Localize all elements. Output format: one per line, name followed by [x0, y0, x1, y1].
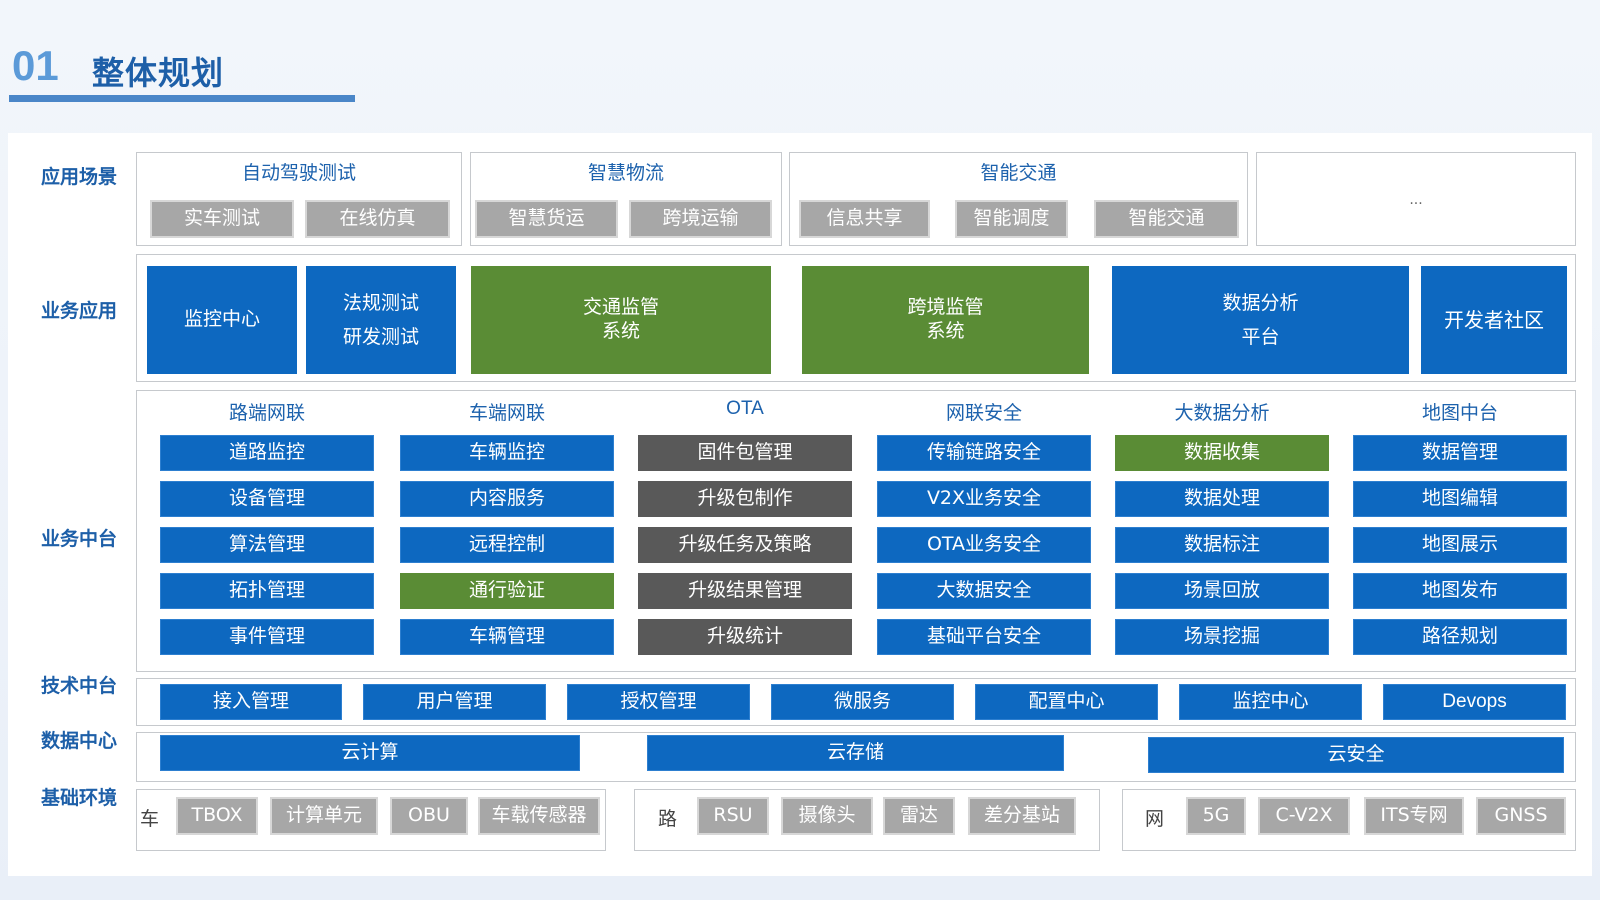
- datacenter-item: 云计算: [160, 735, 580, 771]
- scene-item: 智慧货运: [475, 200, 618, 238]
- middle-column-title: OTA: [726, 398, 764, 419]
- middle-item: 大数据安全: [877, 573, 1091, 609]
- scene-title: 自动驾驶测试: [241, 162, 356, 184]
- biz-app-label: 数据分析: [1222, 291, 1299, 314]
- middle-item: 数据处理: [1115, 481, 1329, 517]
- scene-group-more: [1256, 152, 1576, 246]
- middle-column-title: 网联安全: [945, 402, 1022, 424]
- base-item: ITS专网: [1364, 797, 1464, 835]
- middle-item: 场景挖掘: [1115, 619, 1329, 655]
- middle-item: 远程控制: [400, 527, 614, 563]
- base-group-prefix: 路: [658, 808, 678, 830]
- biz-app-label: 开发者社区: [1444, 307, 1544, 332]
- tech-item: 监控中心: [1179, 684, 1362, 720]
- middle-item: 地图编辑: [1353, 481, 1567, 517]
- base-item: C-V2X: [1258, 797, 1350, 835]
- middle-item: 事件管理: [160, 619, 374, 655]
- tech-item: 授权管理: [567, 684, 750, 720]
- middle-item: OTA业务安全: [877, 527, 1091, 563]
- middle-item: 车辆监控: [400, 435, 614, 471]
- page-title: 整体规划: [92, 54, 225, 92]
- base-item: TBOX: [176, 797, 258, 835]
- scene-item: 实车测试: [150, 200, 294, 238]
- tech-item: Devops: [1383, 684, 1566, 720]
- base-group-prefix: 车: [140, 808, 160, 830]
- biz-app-label: 跨境监管: [907, 296, 984, 319]
- datacenter-item: 云存储: [647, 735, 1064, 771]
- title-underline: [9, 95, 355, 102]
- base-item: 雷达: [883, 797, 955, 835]
- biz-app-label: 系统: [926, 320, 965, 342]
- row-label-data: 数据中心: [40, 730, 117, 752]
- scene-item: 跨境运输: [629, 200, 772, 238]
- middle-item: 路径规划: [1353, 619, 1567, 655]
- row-label-app: 应用场景: [40, 166, 117, 188]
- middle-item: 升级任务及策略: [638, 527, 852, 563]
- biz-app-developer-community: 开发者社区: [1421, 266, 1567, 374]
- middle-item: V2X业务安全: [877, 481, 1091, 517]
- biz-app-regulation-testing: 法规测试 研发测试: [306, 266, 456, 374]
- middle-item: 场景回放: [1115, 573, 1329, 609]
- row-label-tech: 技术中台: [40, 675, 117, 697]
- middle-item: 数据管理: [1353, 435, 1567, 471]
- middle-item: 算法管理: [160, 527, 374, 563]
- middle-item: 地图展示: [1353, 527, 1567, 563]
- row-label-mid: 业务中台: [40, 528, 117, 550]
- biz-app-label: 平台: [1241, 326, 1280, 348]
- section-number: 01: [12, 42, 59, 89]
- biz-app-monitor-center: 监控中心: [147, 266, 297, 374]
- biz-app-traffic-supervision: 交通监管 系统: [471, 266, 771, 374]
- middle-item: 传输链路安全: [877, 435, 1091, 471]
- base-item: OBU: [390, 797, 468, 835]
- biz-app-label: 研发测试: [342, 326, 419, 348]
- scene-item: 智能调度: [955, 200, 1068, 238]
- base-item: 车载传感器: [478, 797, 600, 835]
- middle-item: 道路监控: [160, 435, 374, 471]
- middle-item: 数据标注: [1115, 527, 1329, 563]
- biz-app-label: 交通监管: [582, 296, 659, 319]
- base-item: 摄像头: [781, 797, 873, 835]
- middle-column-title: 地图中台: [1421, 402, 1498, 424]
- biz-app-data-analysis: 数据分析 平台: [1112, 266, 1409, 374]
- biz-app-label: 法规测试: [342, 291, 419, 314]
- middle-column-title: 车端网联: [468, 402, 545, 424]
- middle-item: 拓扑管理: [160, 573, 374, 609]
- base-item: 差分基站: [968, 797, 1076, 835]
- biz-app-crossborder-supervision: 跨境监管 系统: [802, 266, 1089, 374]
- middle-item: 通行验证: [400, 573, 614, 609]
- middle-item: 升级统计: [638, 619, 852, 655]
- scene-item: 信息共享: [799, 200, 930, 238]
- base-item: 计算单元: [270, 797, 378, 835]
- tech-item: 配置中心: [975, 684, 1158, 720]
- base-item: RSU: [697, 797, 769, 835]
- biz-middle-container: [136, 390, 1576, 672]
- scene-item: 在线仿真: [305, 200, 450, 238]
- tech-item: 微服务: [771, 684, 954, 720]
- scene-title: 智能交通: [980, 162, 1057, 184]
- middle-item: 固件包管理: [638, 435, 852, 471]
- middle-column-title: 路端网联: [228, 402, 305, 424]
- base-item: 5G: [1186, 797, 1246, 835]
- scene-item: 智能交通: [1094, 200, 1239, 238]
- middle-item: 数据收集: [1115, 435, 1329, 471]
- datacenter-item: 云安全: [1148, 737, 1564, 773]
- middle-item: 车辆管理: [400, 619, 614, 655]
- tech-item: 接入管理: [160, 684, 342, 720]
- middle-item: 基础平台安全: [877, 619, 1091, 655]
- biz-app-label: 监控中心: [183, 308, 260, 331]
- base-group-prefix: 网: [1145, 808, 1165, 830]
- middle-item: 设备管理: [160, 481, 374, 517]
- scene-more-ellipsis: ...: [1409, 192, 1423, 208]
- scene-title: 智慧物流: [587, 162, 664, 184]
- biz-app-label: 系统: [601, 320, 640, 342]
- middle-item: 地图发布: [1353, 573, 1567, 609]
- middle-item: 内容服务: [400, 481, 614, 517]
- tech-item: 用户管理: [363, 684, 546, 720]
- base-item: GNSS: [1476, 797, 1566, 835]
- row-label-biz: 业务应用: [40, 300, 117, 322]
- middle-item: 升级结果管理: [638, 573, 852, 609]
- row-label-base: 基础环境: [40, 787, 117, 809]
- middle-column-title: 大数据分析: [1174, 402, 1270, 424]
- middle-item: 升级包制作: [638, 481, 852, 517]
